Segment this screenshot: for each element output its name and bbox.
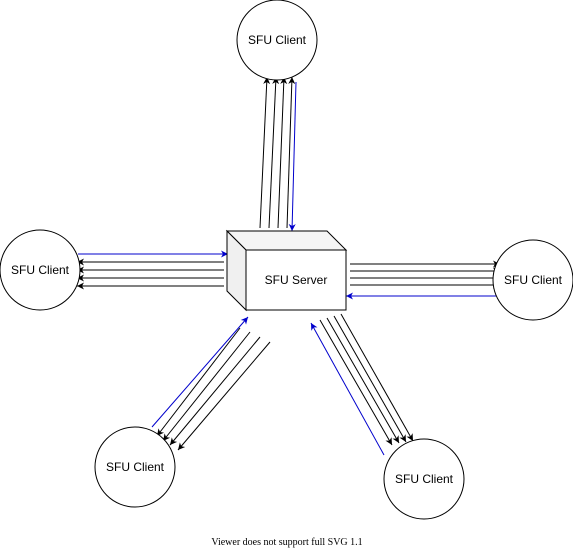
client-label-left: SFU Client	[11, 263, 70, 277]
connections-bottom-right	[310, 313, 414, 456]
connections-bottom-left	[151, 316, 271, 451]
server-box-top	[225, 230, 348, 251]
svg-support-footer[interactable]: Viewer does not support full SVG 1.1	[211, 537, 362, 548]
client-label-bottom-right: SFU Client	[395, 472, 454, 486]
client-circle	[94, 426, 176, 508]
client-circle	[0, 229, 81, 311]
client-circle	[236, 0, 318, 81]
client-label-bottom-left: SFU Client	[106, 460, 165, 474]
client-node-bottom-left: SFU Client	[94, 426, 176, 508]
connections-right	[346, 260, 500, 300]
server-box-front	[245, 249, 347, 311]
client-circle	[492, 239, 573, 321]
client-node-right: SFU Client	[492, 239, 573, 321]
sfu-server-node: SFU Server	[225, 229, 348, 312]
client-node-bottom-right: SFU Client	[383, 438, 465, 520]
client-node-top: SFU Client	[236, 0, 318, 81]
connections-left	[77, 250, 228, 290]
client-node-left: SFU Client	[0, 229, 81, 311]
client-circle	[383, 438, 465, 520]
connections-top	[259, 76, 297, 232]
client-label-top: SFU Client	[248, 33, 307, 47]
server-label: SFU Server	[265, 273, 328, 287]
client-label-right: SFU Client	[504, 273, 563, 287]
